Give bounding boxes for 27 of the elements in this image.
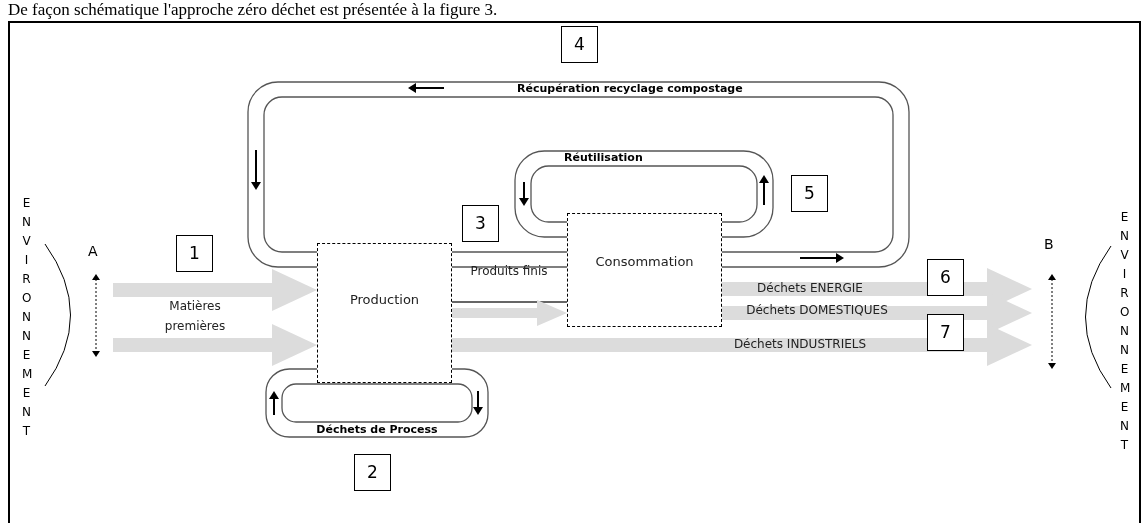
band-label: Déchets de Process <box>315 423 439 437</box>
flow-arrow <box>113 269 317 311</box>
heading-text: De façon schématique l'approche zéro déchet est présentée à la figure 3. <box>8 0 498 20</box>
process-box <box>567 213 722 327</box>
flow-arrow <box>452 300 567 326</box>
edge-label: Déchets INDUSTRIELS <box>732 337 868 352</box>
edge-label: Déchets DOMESTIQUES <box>745 303 889 318</box>
box-label: Consommation <box>594 253 695 271</box>
callout-number: 6 <box>927 259 964 296</box>
callout-number: 1 <box>176 235 213 272</box>
callout-number: 3 <box>462 205 499 242</box>
box-label: Production <box>348 291 421 309</box>
callout-number: 2 <box>354 454 391 491</box>
process-box <box>317 243 452 383</box>
vertical-text: ENVIRONNEMENT <box>22 195 31 440</box>
edge-label: Produits finis <box>469 264 549 279</box>
vertical-text: ENVIRONNEMENT <box>1120 209 1129 454</box>
callout-number: 7 <box>927 314 964 351</box>
callout-number: 4 <box>561 26 598 63</box>
flow-label: Matières premières <box>163 298 227 335</box>
band-label: Récupération recyclage compostage <box>517 82 743 96</box>
point-letter: B <box>1044 236 1054 252</box>
point-letter: A <box>88 243 98 259</box>
flow-arrow <box>113 324 317 366</box>
callout-number: 5 <box>791 175 828 212</box>
band-label: Réutilisation <box>564 151 643 165</box>
edge-label: Déchets ENERGIE <box>756 281 864 296</box>
